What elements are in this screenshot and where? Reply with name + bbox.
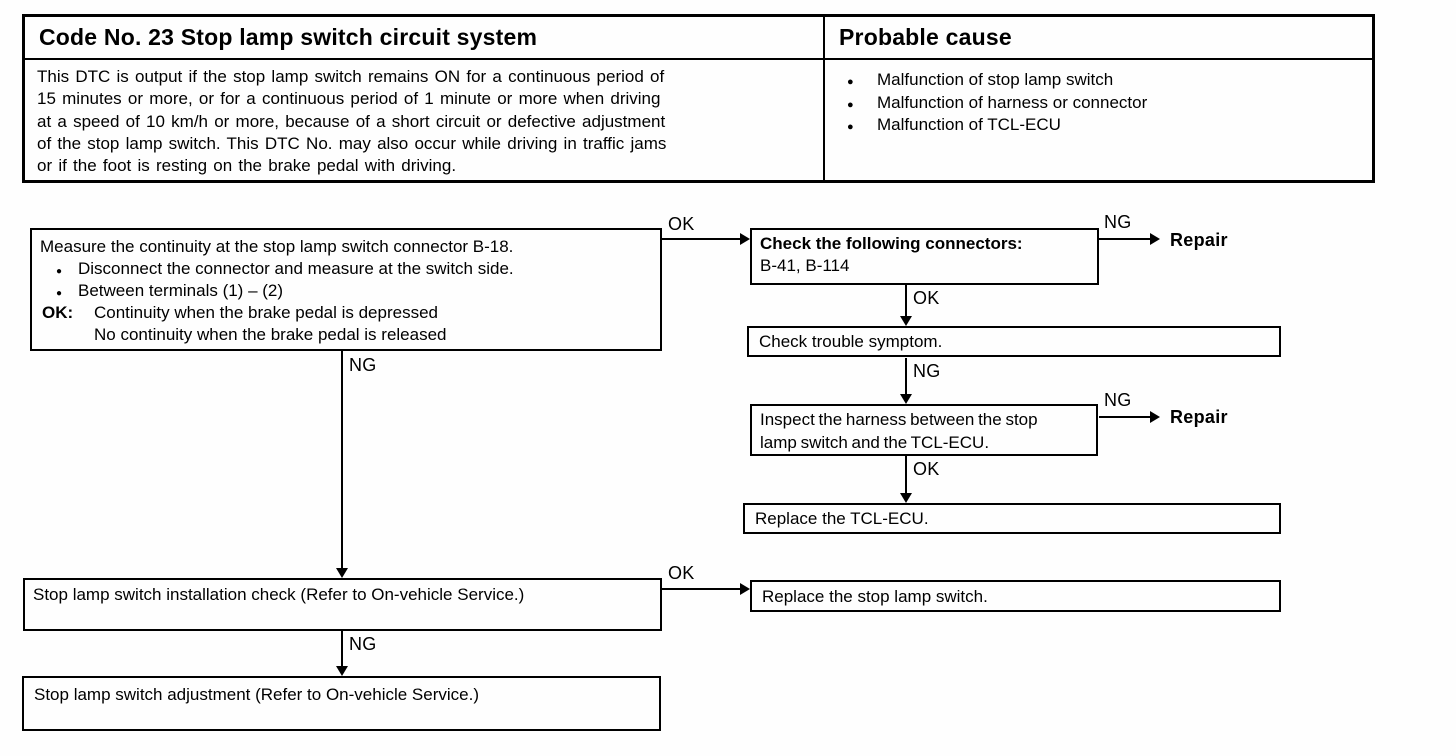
inspect-harness-line2: lamp switch and the TCL-ECU.: [760, 433, 990, 452]
adjustment-box: Stop lamp switch adjustment (Refer to On…: [22, 676, 661, 731]
ng-label-2: NG: [913, 361, 941, 381]
ok-condition-2: No continuity when the brake pedal is re…: [94, 325, 447, 344]
check-connectors-box: Check the following connectors: B-41, B-…: [750, 228, 1099, 285]
check-connectors-title: Check the following connectors:: [760, 234, 1023, 253]
inspect-harness-line1: Inspect the harness between the stop: [760, 410, 1038, 429]
dtc-title: Code No. 23 Stop lamp switch circuit sys…: [25, 17, 825, 60]
arrow-ng-long-line: [341, 351, 343, 569]
ng-label-4: NG: [349, 355, 377, 375]
ng-label-3: NG: [1104, 390, 1132, 410]
measure-bullet: Disconnect the connector and measure at …: [40, 258, 652, 283]
description-line: 15 minutes or more, or for a continuous …: [37, 89, 661, 109]
ok-label-2: OK: [913, 288, 940, 308]
arrow-ok-to-replace-switch-head: [740, 583, 750, 595]
measure-ok-row: OK: Continuity when the brake pedal is d…: [40, 302, 652, 324]
replace-ecu-box: Replace the TCL-ECU.: [743, 503, 1281, 534]
cause-item: Malfunction of harness or connector: [845, 92, 1372, 116]
arrow-ng-repair1-line: [1099, 238, 1151, 240]
dtc-header-table: Code No. 23 Stop lamp switch circuit sys…: [22, 14, 1375, 183]
arrow-ng-repair2-line: [1099, 416, 1151, 418]
arrow-ok-to-replace-ecu-head: [900, 493, 912, 503]
arrow-ng-to-adjustment-head: [336, 666, 348, 676]
check-symptom-box: Check trouble symptom.: [747, 326, 1281, 357]
ng-label-5: NG: [349, 634, 377, 654]
arrow-ng-repair2-head: [1150, 411, 1160, 423]
description-line: at a speed of 10 km/h or more, because o…: [37, 111, 666, 131]
ok-label-3: OK: [913, 459, 940, 479]
dtc-description: This DTC is output if the stop lamp swit…: [25, 60, 825, 180]
probable-cause-heading: Probable cause: [825, 17, 1372, 60]
arrow-ok-to-connectors-head: [740, 233, 750, 245]
ok-condition-1: Continuity when the brake pedal is depre…: [94, 303, 438, 322]
arrow-ok-to-symptom-head: [900, 316, 912, 326]
arrow-ng-repair1-head: [1150, 233, 1160, 245]
arrow-ok-to-symptom-line: [905, 285, 907, 317]
measure-continuity-box: Measure the continuity at the stop lamp …: [30, 228, 662, 351]
description-line: or if the foot is resting on the brake p…: [37, 156, 457, 176]
cause-item: Malfunction of TCL-ECU: [845, 114, 1372, 138]
check-connectors-detail: B-41, B-114: [760, 256, 850, 275]
arrow-ok-to-connectors-line: [661, 238, 743, 240]
inspect-harness-box: Inspect the harness between the stop lam…: [750, 404, 1098, 456]
repair-label-2: Repair: [1170, 407, 1228, 427]
ok-label-1: OK: [668, 214, 695, 234]
description-line: of the stop lamp switch. This DTC No. ma…: [37, 133, 667, 153]
cause-item: Malfunction of stop lamp switch: [845, 69, 1372, 93]
installation-check-box: Stop lamp switch installation check (Ref…: [23, 578, 662, 631]
arrow-ng-to-harness-line: [905, 358, 907, 395]
measure-bullet: Between terminals (1) – (2): [40, 280, 652, 305]
replace-switch-box: Replace the stop lamp switch.: [750, 580, 1281, 612]
ok-prefix: OK:: [42, 303, 74, 322]
arrow-ok-to-replace-switch-line: [662, 588, 743, 590]
ng-label-1: NG: [1104, 212, 1132, 232]
measure-title: Measure the continuity at the stop lamp …: [40, 237, 514, 256]
repair-label-1: Repair: [1170, 230, 1228, 250]
probable-cause-list: Malfunction of stop lamp switch Malfunct…: [825, 60, 1372, 180]
arrow-ng-to-harness-head: [900, 394, 912, 404]
ok-label-4: OK: [668, 563, 695, 583]
description-line: This DTC is output if the stop lamp swit…: [37, 67, 665, 86]
arrow-ok-to-replace-ecu-line: [905, 456, 907, 494]
arrow-ng-to-adjustment-line: [341, 631, 343, 667]
arrow-ng-long-head: [336, 568, 348, 578]
